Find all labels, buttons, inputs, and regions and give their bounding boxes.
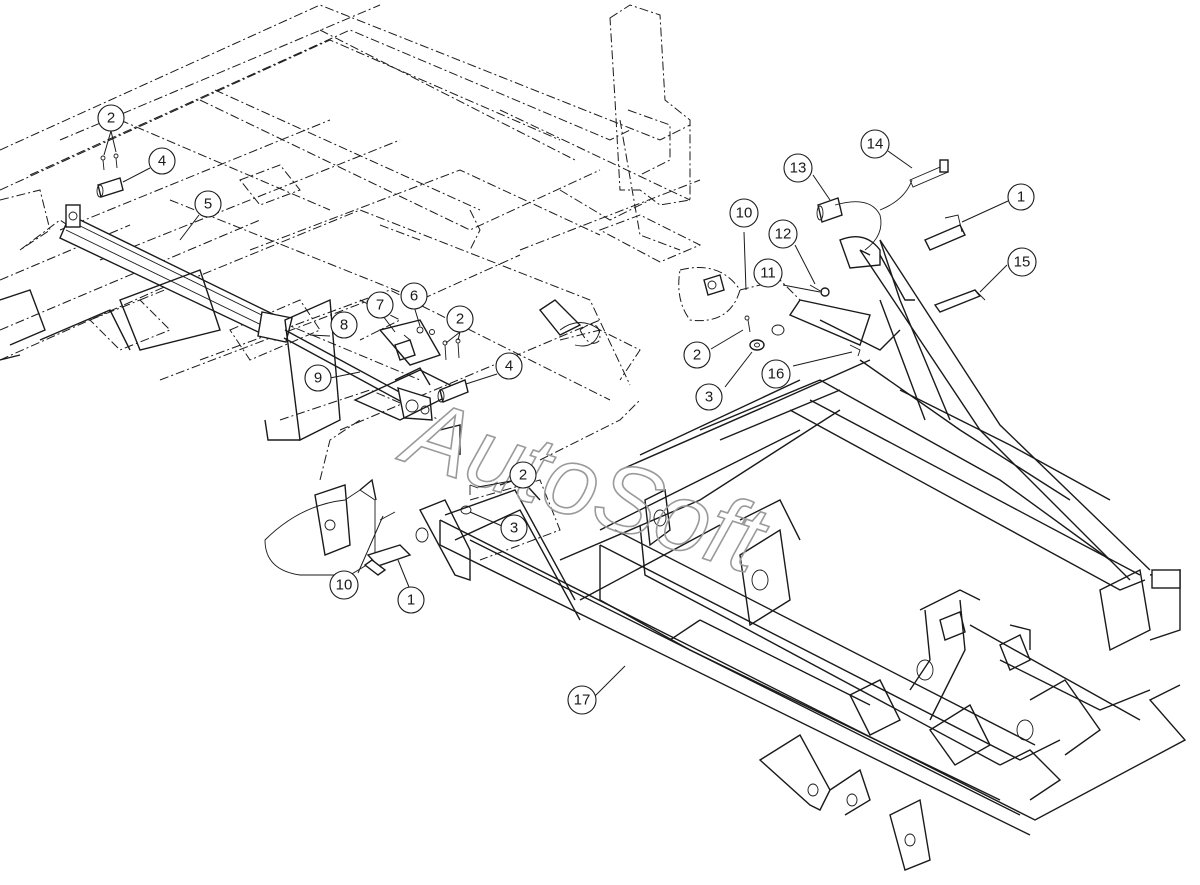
svg-text:10: 10 xyxy=(336,577,353,594)
svg-text:6: 6 xyxy=(410,288,418,305)
main-frame xyxy=(439,239,1187,871)
svg-text:11: 11 xyxy=(760,265,776,282)
callout-2-right: 2 xyxy=(683,341,711,369)
svg-text:4: 4 xyxy=(505,358,513,375)
svg-text:3: 3 xyxy=(705,389,713,406)
svg-text:10: 10 xyxy=(736,205,753,222)
callout-8: 8 xyxy=(330,311,358,339)
callout-1-right: 1 xyxy=(1007,183,1035,211)
svg-text:1: 1 xyxy=(407,592,415,609)
svg-text:12: 12 xyxy=(775,226,792,243)
callout-13: 13 xyxy=(783,153,813,183)
svg-text:14: 14 xyxy=(867,136,884,153)
mast-assembly xyxy=(0,269,601,581)
svg-text:2: 2 xyxy=(107,110,115,127)
leader-lines xyxy=(103,130,1009,698)
svg-text:3: 3 xyxy=(510,520,518,537)
callout-2-mid: 2 xyxy=(446,305,474,333)
phantom-hitch-bracket xyxy=(264,478,377,576)
svg-text:7: 7 xyxy=(376,297,384,314)
callout-2-lower: 2 xyxy=(509,461,537,489)
svg-text:2: 2 xyxy=(456,311,464,328)
svg-text:2: 2 xyxy=(693,347,701,364)
svg-text:5: 5 xyxy=(204,196,212,213)
svg-text:17: 17 xyxy=(574,692,591,709)
callout-10-lower: 10 xyxy=(329,570,359,600)
svg-text:9: 9 xyxy=(314,370,322,387)
callout-11: 11 xyxy=(753,258,783,288)
callout-4-upper-left: 4 xyxy=(148,147,176,175)
callout-7: 7 xyxy=(366,291,394,319)
callout-3-lower: 3 xyxy=(500,514,528,542)
callout-3-right: 3 xyxy=(695,383,723,411)
callout-12: 12 xyxy=(768,219,798,249)
callout-15: 15 xyxy=(1007,247,1037,277)
callout-1-lower: 1 xyxy=(397,586,425,614)
svg-text:16: 16 xyxy=(768,366,785,383)
callout-14: 14 xyxy=(860,129,890,159)
hitch-link xyxy=(834,201,915,301)
svg-text:1: 1 xyxy=(1017,189,1025,206)
svg-text:4: 4 xyxy=(158,153,166,170)
svg-text:15: 15 xyxy=(1014,254,1031,271)
svg-text:8: 8 xyxy=(340,317,348,334)
callout-17: 17 xyxy=(567,685,597,715)
hydraulic-cylinder xyxy=(59,204,433,421)
callout-10-right: 10 xyxy=(729,198,759,228)
svg-text:2: 2 xyxy=(519,467,527,484)
small-parts xyxy=(96,153,986,576)
svg-text:13: 13 xyxy=(790,160,807,177)
callout-5: 5 xyxy=(194,190,222,218)
callout-2-upper-left: 2 xyxy=(97,104,125,132)
callout-16: 16 xyxy=(761,359,791,389)
callout-9: 9 xyxy=(304,364,332,392)
callout-4-mid: 4 xyxy=(495,352,523,380)
callout-6: 6 xyxy=(400,282,428,310)
